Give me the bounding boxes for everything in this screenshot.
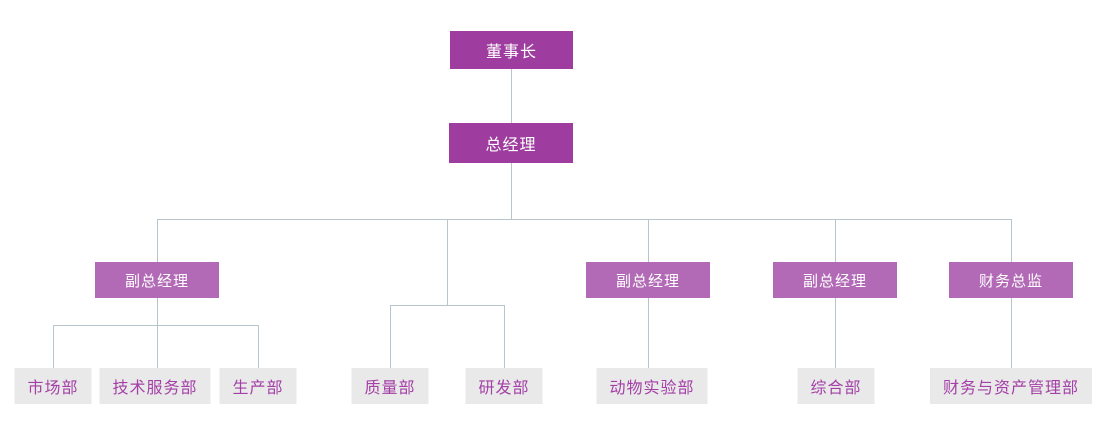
org-node-tech-service-dept: 技术服务部: [99, 368, 211, 404]
org-node-marketing-dept: 市场部: [14, 368, 92, 404]
connector-vice-gm-1-stem: [157, 298, 158, 325]
connector-drop-junction: [447, 219, 448, 305]
org-node-general-manager: 总经理: [449, 123, 573, 163]
org-node-chairman: 董事长: [450, 31, 573, 69]
connector-drop-animal-lab-dept: [648, 298, 649, 368]
connector-chairman-gm: [511, 69, 512, 123]
org-node-production-dept: 生产部: [219, 368, 297, 404]
org-node-finance-director: 财务总监: [949, 262, 1073, 298]
connector-junction-horizontal: [390, 305, 505, 306]
connector-drop-vice-gm-2: [648, 219, 649, 262]
connector-drop-rd-dept: [504, 305, 505, 368]
org-node-rd-dept: 研发部: [465, 368, 543, 404]
connector-vice-gm-1-horizontal: [53, 325, 259, 326]
connector-drop-production-dept: [258, 325, 259, 368]
connector-drop-general-affairs-dept: [835, 298, 836, 368]
org-node-general-affairs-dept: 综合部: [797, 368, 875, 404]
org-node-vice-gm-2: 副总经理: [586, 262, 710, 298]
connector-drop-finance-director: [1011, 219, 1012, 262]
connector-drop-tech-service-dept: [157, 325, 158, 368]
connector-drop-marketing-dept: [53, 325, 54, 368]
org-node-animal-lab-dept: 动物实验部: [596, 368, 708, 404]
connector-drop-finance-asset-dept: [1011, 298, 1012, 368]
connector-gm-trunk: [511, 163, 512, 219]
connector-drop-vice-gm-3: [835, 219, 836, 262]
connector-drop-quality-dept: [390, 305, 391, 368]
connector-trunk-horizontal: [157, 219, 1012, 220]
org-node-vice-gm-3: 副总经理: [773, 262, 897, 298]
connector-drop-vice-gm-1: [157, 219, 158, 262]
org-node-quality-dept: 质量部: [351, 368, 429, 404]
org-node-vice-gm-1: 副总经理: [95, 262, 219, 298]
org-node-finance-asset-dept: 财务与资产管理部: [929, 368, 1093, 404]
